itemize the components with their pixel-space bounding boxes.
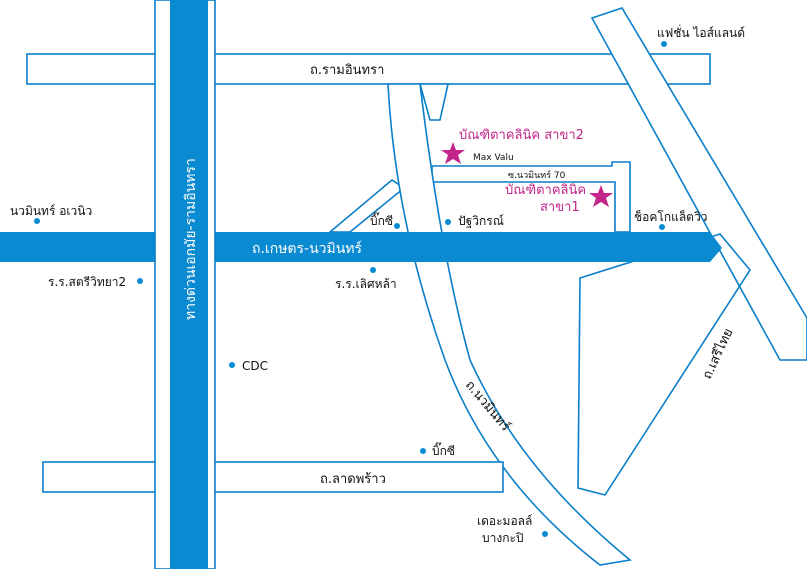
- the-mall-label-2: บางกะปิ: [482, 531, 524, 545]
- fashion-island-dot: [661, 41, 667, 47]
- bigc-1-dot: [394, 223, 400, 229]
- soi-nawamin-70-label: ซ.นวมินทร์ 70: [508, 169, 566, 181]
- max-value-label: Max Valu: [473, 153, 514, 163]
- clinic-branch2-label: บัณฑิตาคลินิค สาขา2: [459, 128, 584, 143]
- school-lertla-label: ร.ร.เลิศหล้า: [335, 277, 397, 291]
- chocolate-ville-dot: [659, 224, 665, 230]
- pattaworn-label: ปัฐวิกรณ์: [458, 214, 504, 228]
- expressway-label: ทางด่วนเอกมัย-รามอินทรา: [183, 158, 199, 320]
- nawamin-avenue-dot: [34, 218, 40, 224]
- cdc-label: CDC: [242, 359, 268, 373]
- clinic-branch2-star-icon: [441, 142, 465, 164]
- chocolate-ville-label: ช็อคโกแล็ตวิว: [634, 209, 707, 224]
- school-lertla-dot: [370, 267, 376, 273]
- school-sutthi-label: ร.ร.สตรีวิทยา2: [48, 275, 126, 289]
- bigc-2-label: บิ๊กซี: [432, 442, 455, 458]
- bigc-2-dot: [420, 448, 426, 454]
- nawamin-avenue-label: นวมินทร์ อเวนิว: [10, 204, 92, 218]
- bigc-1-label: บิ๊กซี: [370, 212, 393, 228]
- clinic-branch1-label-2: สาขา1: [540, 200, 580, 215]
- clinic-branch1-label-1: บัณฑิตาคลินิค: [505, 183, 586, 198]
- the-mall-label-1: เดอะมอลล์: [477, 514, 532, 528]
- kaset-nawamin-label: ถ.เกษตร-นวมินทร์: [252, 240, 363, 257]
- cdc-dot: [229, 362, 235, 368]
- clinic-branch1-star-icon: [589, 185, 613, 207]
- ladprao-label: ถ.ลาดพร้าว: [320, 472, 386, 487]
- pattaworn-dot: [445, 219, 451, 225]
- expressway-road-center: [170, 0, 208, 569]
- the-mall-dot: [542, 531, 548, 537]
- school-sutthi-dot: [137, 278, 143, 284]
- ladprao-road: [42, 461, 504, 493]
- nawamin-road: [387, 83, 632, 566]
- serithai-road-upper: [418, 83, 449, 121]
- fashion-island-label: แฟชั่น ไอส์แลนด์: [657, 24, 745, 40]
- ramintra-road: [26, 53, 711, 85]
- ramintra-label: ถ.รามอินทรา: [310, 63, 384, 78]
